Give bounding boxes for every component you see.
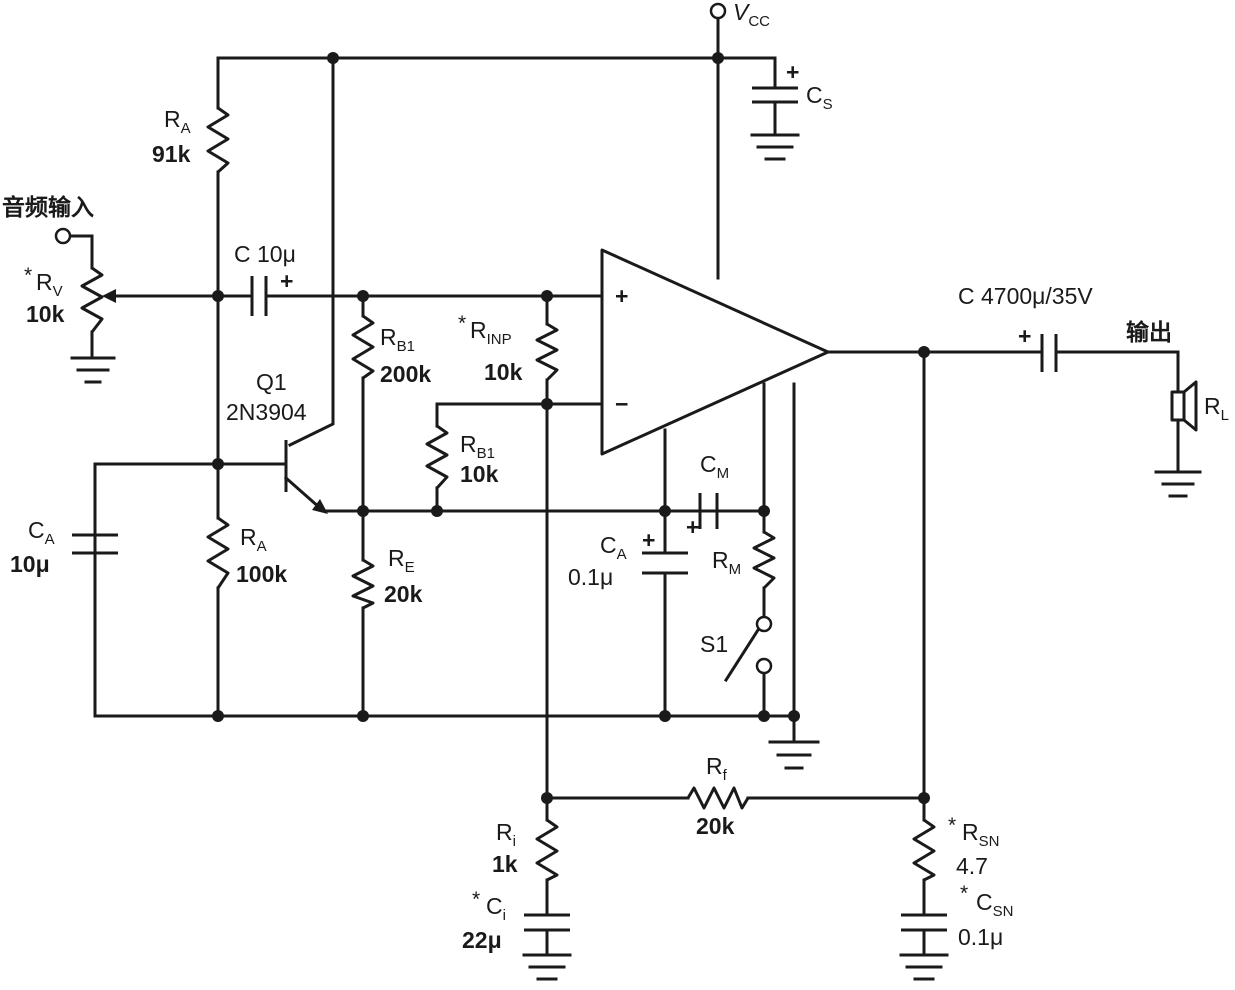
ground-icon	[750, 133, 800, 161]
rsn-value: 4.7	[956, 853, 988, 879]
rl-label: RL	[1204, 393, 1229, 424]
resistor-ra-bottom	[206, 516, 230, 589]
resistor-rinp	[535, 322, 559, 382]
audio-input-label: 音频输入	[2, 194, 94, 220]
s1-label: S1	[700, 631, 728, 657]
ra-top-value: 91k	[152, 141, 191, 167]
transistor-q1	[284, 440, 328, 514]
rsn-label: RSN	[962, 819, 999, 850]
csn-label: CSN	[976, 889, 1013, 920]
capacitor-c-output	[1040, 334, 1058, 372]
wires	[61, 16, 1180, 957]
ground-icon	[768, 740, 820, 770]
resistor-rm	[752, 530, 776, 590]
op-amp-plus-label: +	[615, 283, 628, 309]
re-label: RE	[388, 545, 415, 576]
csn-value: 0.1μ	[958, 924, 1003, 950]
ra-top-label: RA	[164, 106, 191, 137]
ca-left-label: CA	[28, 517, 55, 548]
component-labels: VCC + CS 音频输入 * RV 10k RA 91k C 10μ + RB…	[2, 0, 1229, 953]
c-input-polarity-label: +	[280, 268, 293, 294]
capacitor-cs	[752, 86, 798, 104]
capacitor-ci	[524, 913, 570, 932]
c-output-label: C 4700μ/35V	[958, 283, 1093, 309]
resistor-rf	[686, 786, 750, 810]
op-amp: + −	[600, 248, 830, 456]
rf-value: 20k	[696, 813, 735, 839]
resistor-re	[351, 558, 375, 610]
rm-label: RM	[712, 547, 741, 578]
rinp-star: *	[458, 312, 466, 335]
ci-star: *	[472, 888, 480, 911]
q1-label: Q1	[256, 369, 287, 395]
ra-bottom-label: RA	[240, 524, 267, 555]
ground-symbols	[70, 133, 1202, 981]
cm-polarity-label: +	[686, 514, 699, 540]
output-label: 输出	[1126, 319, 1172, 345]
ground-icon	[70, 356, 116, 384]
terminals	[54, 2, 727, 245]
op-amp-minus-label: −	[615, 391, 628, 417]
ca-left-value: 10μ	[10, 551, 50, 577]
ri-label: Ri	[496, 819, 516, 850]
resistor-rb1-top	[351, 314, 375, 380]
capacitor-ca-mid	[642, 551, 688, 575]
rsn-star: *	[948, 814, 956, 837]
rv-label: RV	[36, 269, 63, 300]
rv-value: 10k	[26, 301, 65, 327]
rv-star: *	[24, 264, 32, 287]
switch-s1	[723, 615, 773, 683]
ground-icon	[899, 953, 949, 981]
capacitors	[72, 86, 1058, 932]
rb1-mid-value: 10k	[460, 461, 499, 487]
audio-input-terminal	[54, 227, 72, 245]
capacitor-cm	[698, 493, 719, 529]
csn-star: *	[960, 882, 968, 905]
rb1-top-label: RB1	[380, 324, 415, 355]
rf-label: Rf	[706, 753, 728, 784]
ground-icon	[522, 953, 572, 981]
ra-bottom-value: 100k	[236, 561, 287, 587]
resistor-rb1-mid	[425, 424, 449, 490]
ca-mid-value: 0.1μ	[568, 564, 613, 590]
rinp-label: RINP	[470, 317, 512, 348]
vcc-label: VCC	[733, 0, 770, 30]
vcc-terminal	[709, 2, 727, 20]
ci-value: 22μ	[462, 927, 502, 953]
resistors	[206, 106, 936, 882]
q1-part-label: 2N3904	[226, 399, 307, 425]
ci-label: Ci	[486, 893, 506, 924]
c-input-label: C 10μ	[234, 241, 296, 267]
resistor-rsn	[912, 818, 936, 882]
ground-icon	[1154, 470, 1202, 498]
cm-label: CM	[700, 451, 729, 482]
rinp-value: 10k	[484, 359, 523, 385]
junction-dots	[212, 52, 930, 804]
cs-polarity-label: +	[786, 59, 799, 85]
ca-mid-polarity-label: +	[642, 527, 655, 553]
potentiometer-rv	[80, 266, 116, 333]
ca-mid-label: CA	[600, 532, 627, 563]
c-output-polarity-label: +	[1018, 323, 1031, 349]
rb1-top-value: 200k	[380, 361, 431, 387]
speaker-rl	[1170, 380, 1198, 432]
re-value: 20k	[384, 581, 423, 607]
resistor-ra-top	[206, 106, 230, 174]
resistor-ri	[535, 818, 559, 882]
ri-value: 1k	[492, 851, 518, 877]
capacitor-c-input	[250, 276, 268, 316]
capacitor-csn	[901, 913, 947, 932]
rb1-mid-label: RB1	[460, 431, 495, 462]
cs-label: CS	[806, 82, 833, 113]
